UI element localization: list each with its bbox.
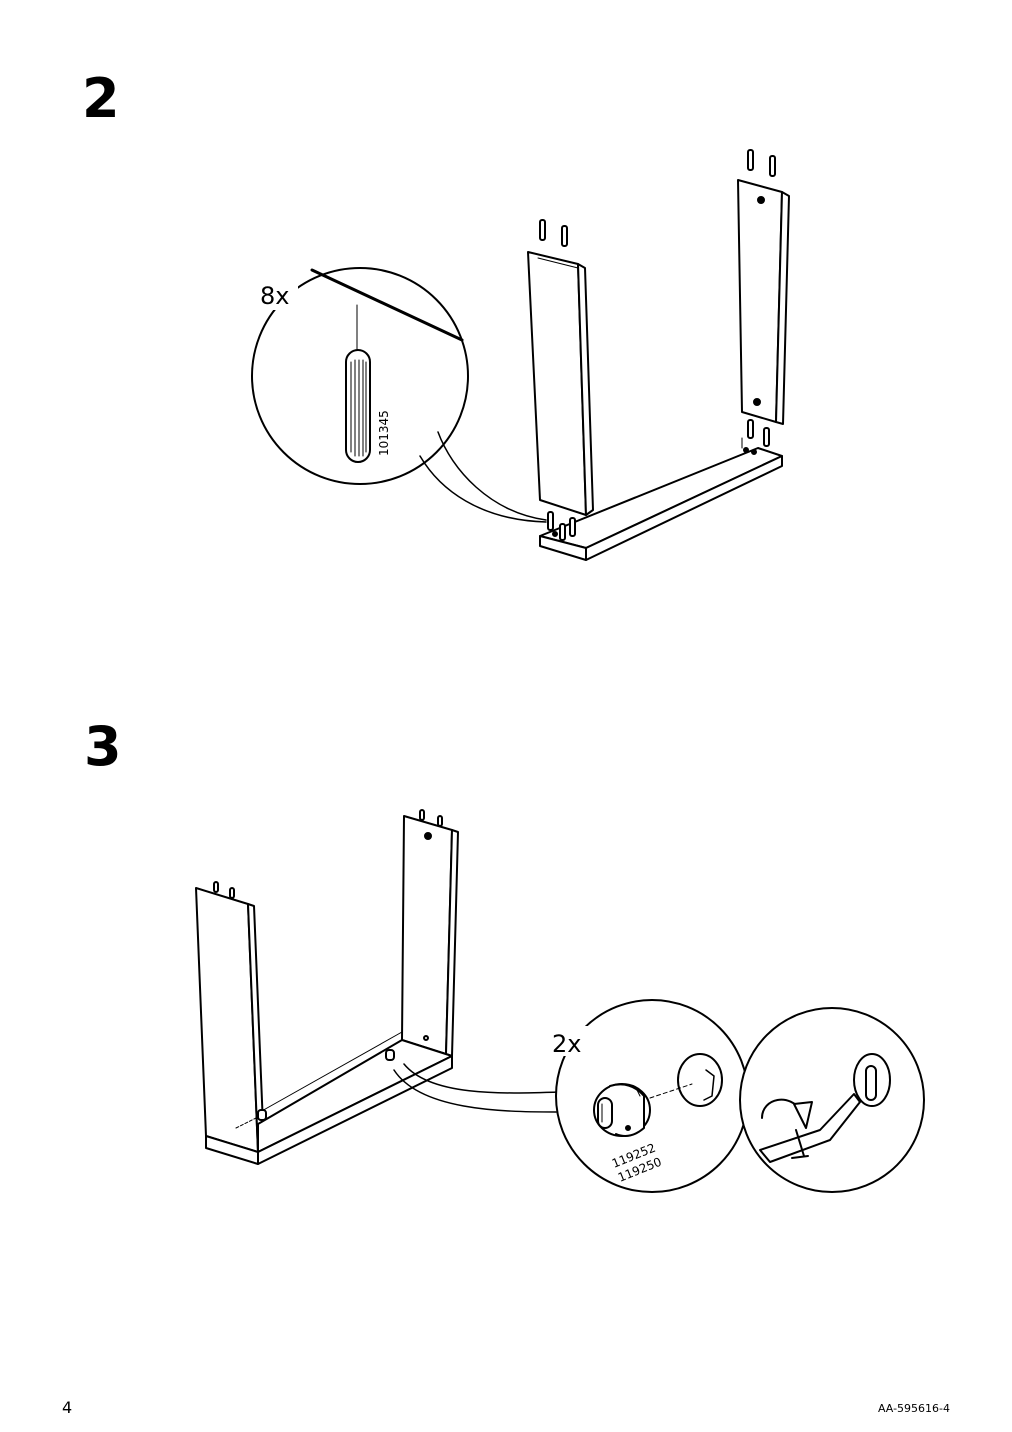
frame-right-side [401,809,459,1057]
flat-screwdriver-icon [759,1093,861,1163]
cam-hole-icon [677,1053,723,1107]
dowel-callout [251,267,547,523]
cam-lock-callout [548,999,749,1193]
rotation-arrow-icon [761,1098,813,1159]
page-number: 4 [62,1398,73,1417]
frame-left-side [195,881,265,1153]
cam-hole-slot-icon [853,1053,891,1107]
step-2-quantity: 8x [260,282,289,310]
wooden-dowel-icon [345,349,371,463]
dowel-part-number: 101345 [377,410,391,456]
step-3-illustration [195,809,925,1193]
cam-lock-icon [593,1083,651,1137]
dowel-pins [539,149,776,541]
right-side-panel [737,179,790,425]
step-3-number: 3 [84,715,122,778]
step-2-illustration [251,149,790,561]
frame-bottom-board [205,1031,453,1165]
document-code: AA-595616-4 [877,1402,950,1415]
step-3-quantity: 2x [552,1030,581,1058]
left-side-panel [527,251,594,516]
screwdriver-callout [739,1007,925,1193]
bottom-board [539,447,783,561]
step-2-number: 2 [82,67,120,130]
